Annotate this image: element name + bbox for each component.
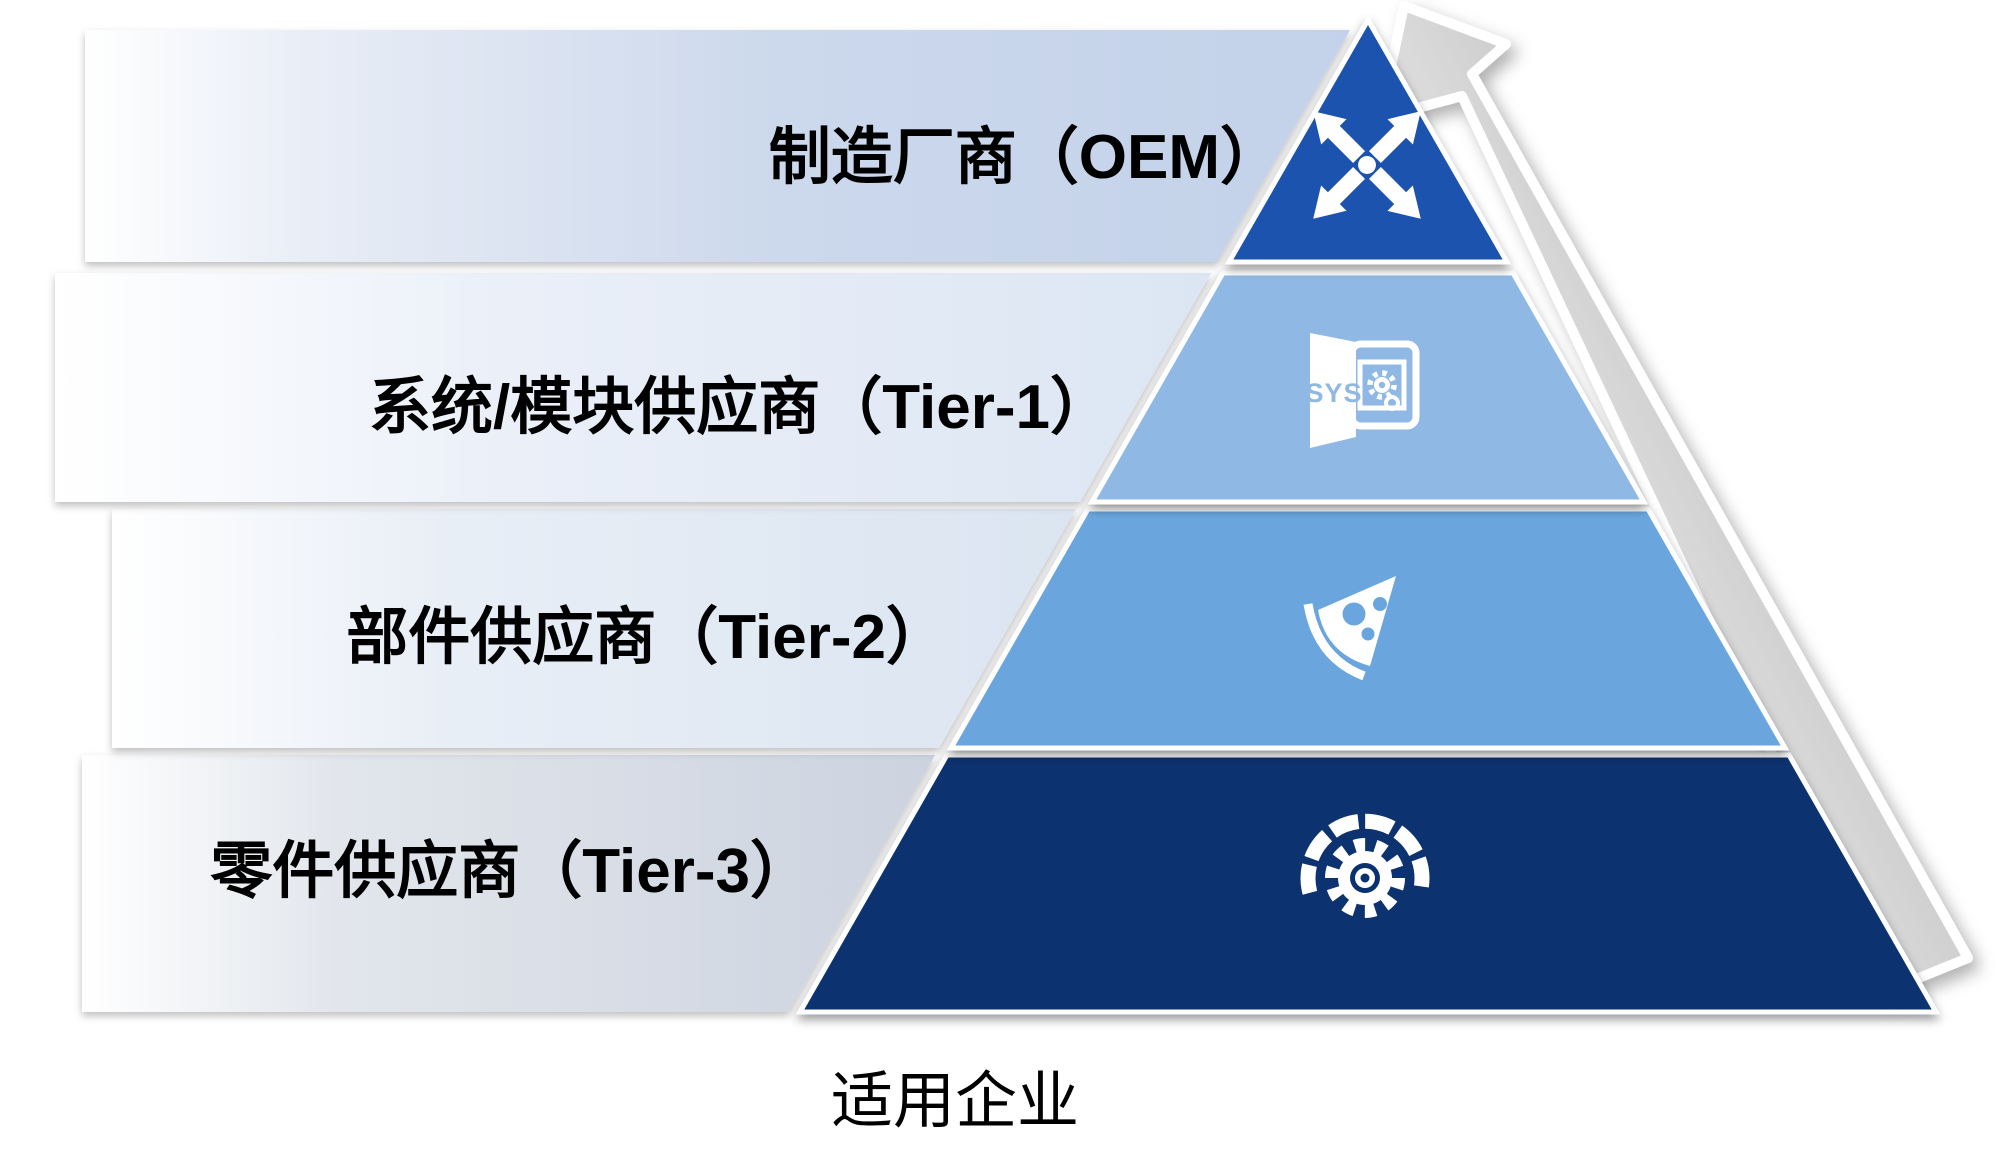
sys-file-icon: SYS <box>1305 333 1420 448</box>
pyramid-tier-oem <box>1224 14 1512 265</box>
tier-label-tier2: 部件供应商（Tier-2） <box>346 603 948 672</box>
tier-label-tier3: 零件供应商（Tier-3） <box>210 837 812 906</box>
tier-label-tier1: 系统/模块供应商（Tier-1） <box>369 373 1112 442</box>
pyramid-tier-tier1 <box>1087 270 1649 505</box>
expand-arrows-icon <box>1313 111 1421 219</box>
level-band-tier1 <box>55 273 1211 502</box>
level-band-oem <box>85 30 1350 262</box>
diagram-caption: 适用企业 <box>830 1068 1079 1136</box>
gear-icon <box>1300 813 1430 918</box>
level-band-tier3 <box>82 755 935 1012</box>
level-band-tier2 <box>112 509 1076 748</box>
sys-icon-text: SYS <box>1305 378 1362 408</box>
pizza-slice-icon <box>1303 576 1396 681</box>
tier-label-oem: 制造厂商（OEM） <box>768 123 1282 192</box>
